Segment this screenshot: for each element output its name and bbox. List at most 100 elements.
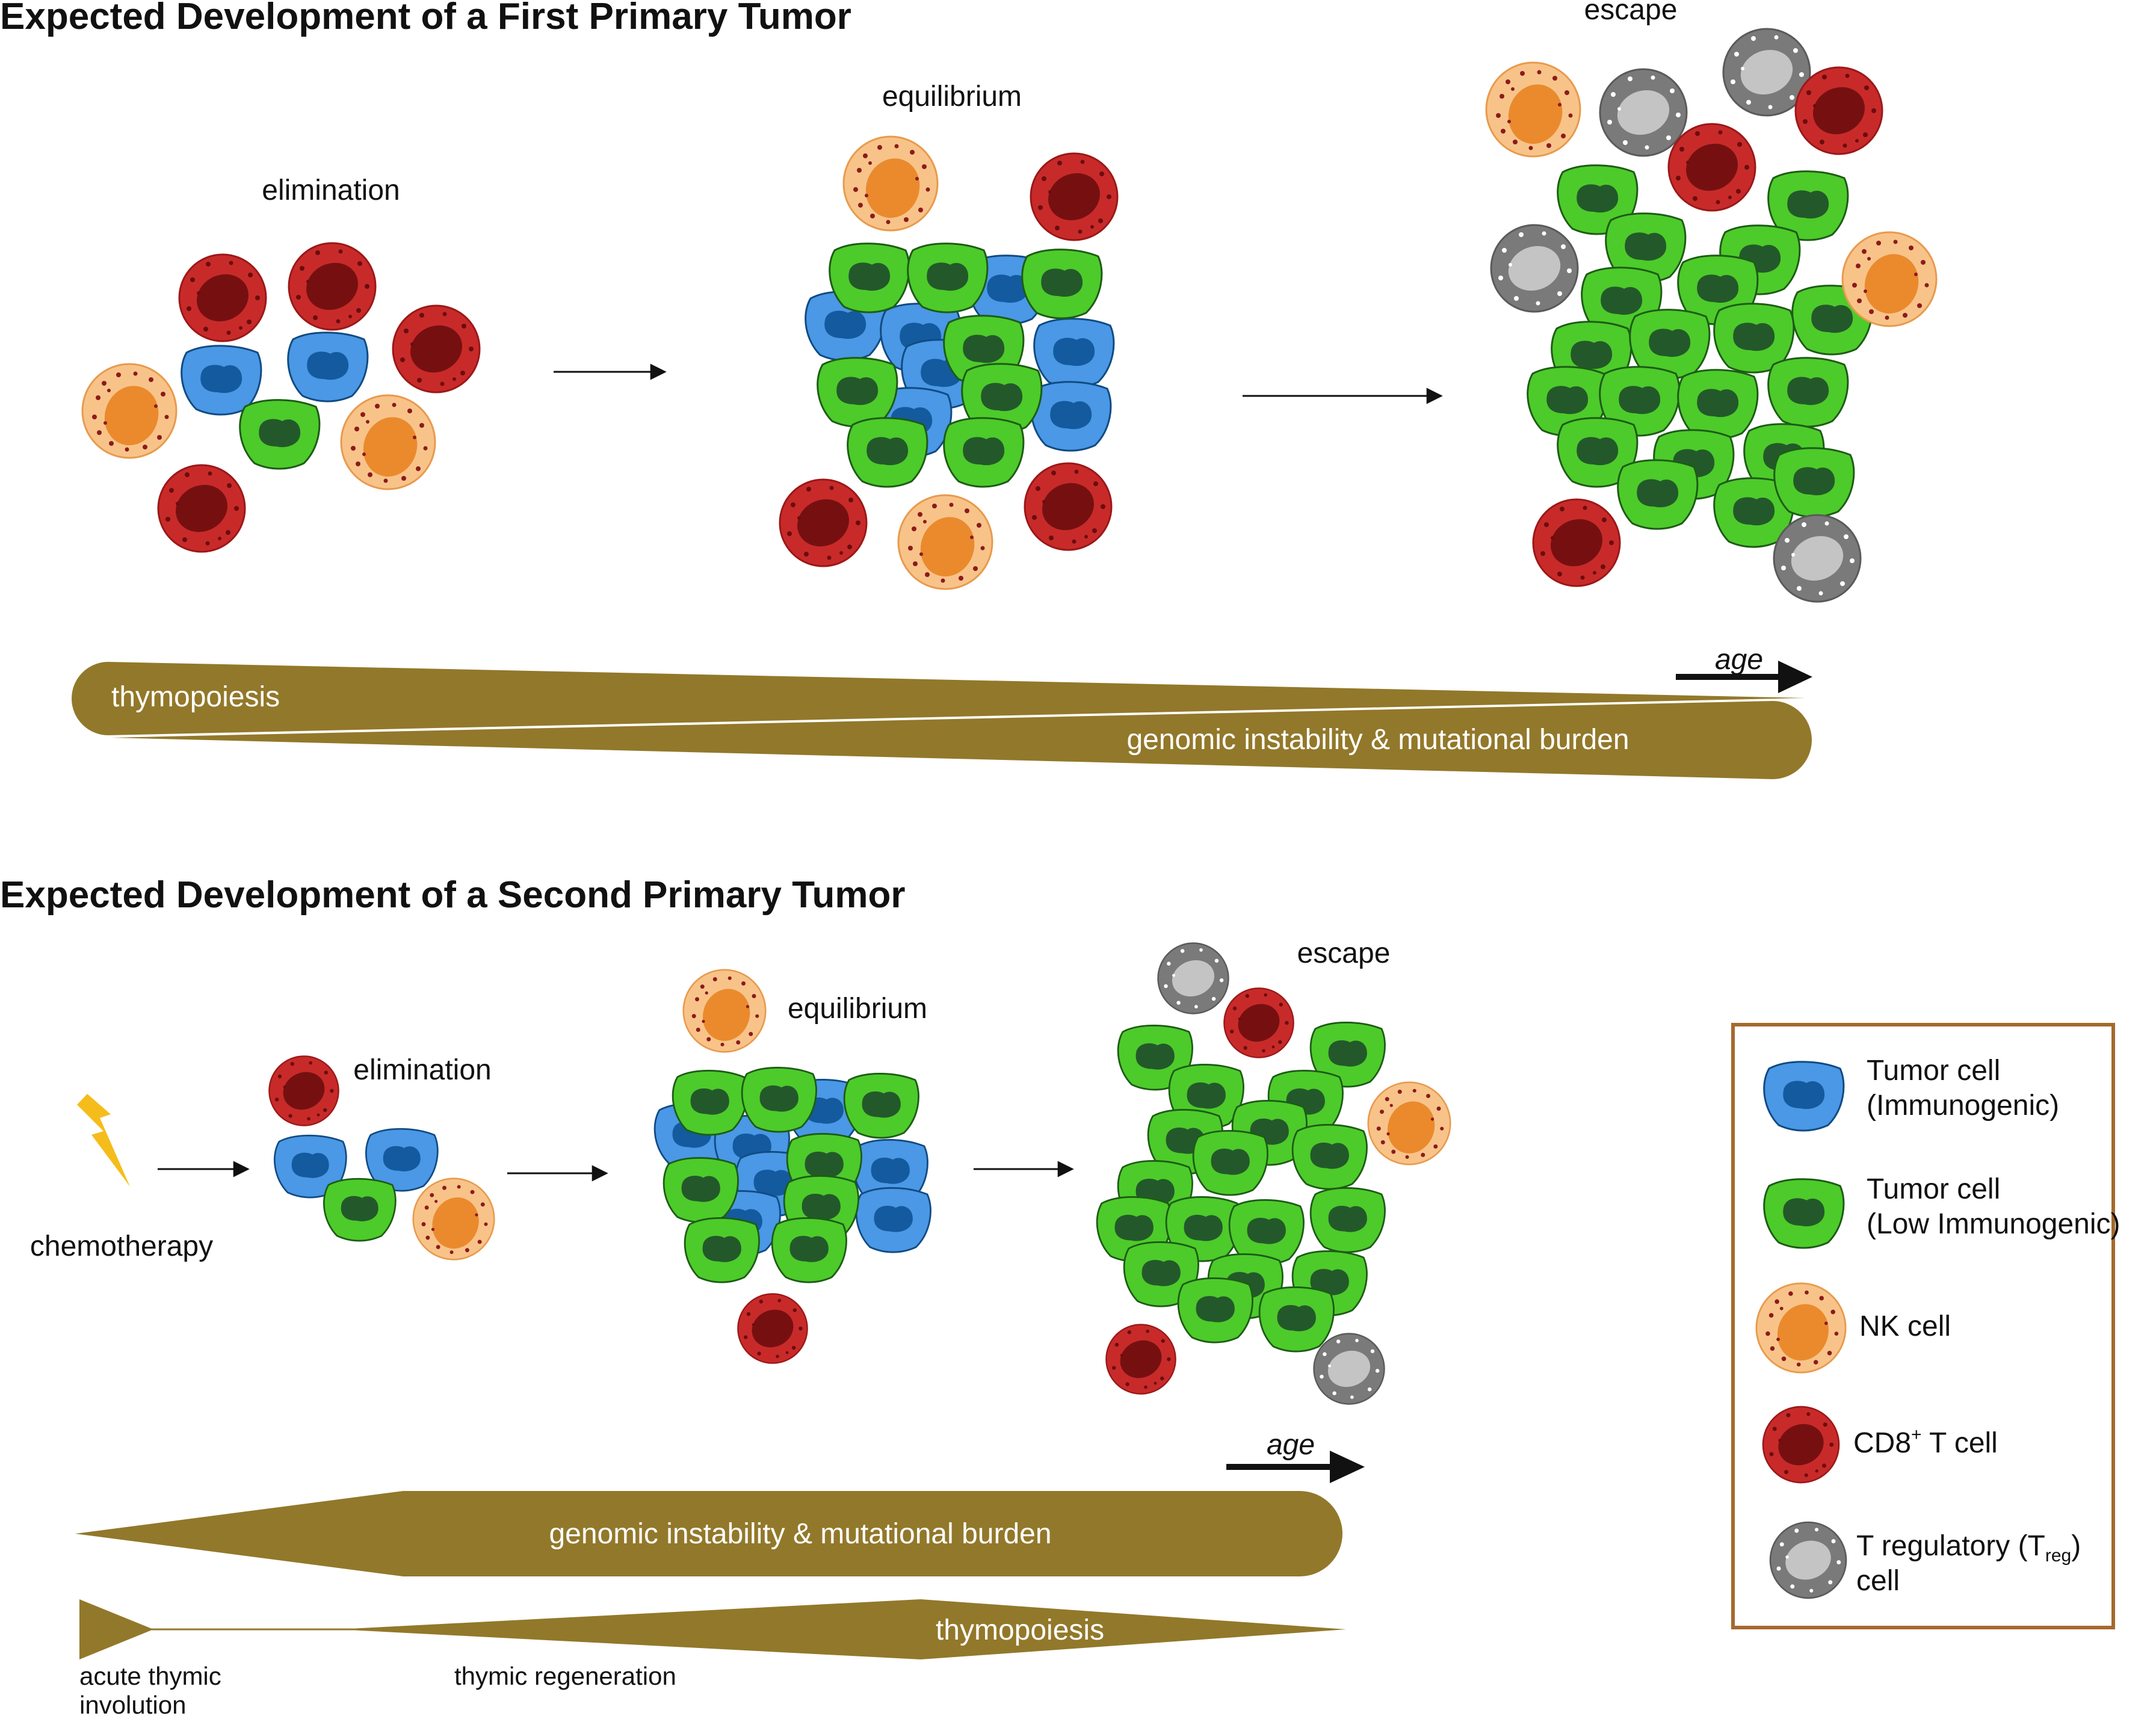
panel2-stage-escape: escape <box>1297 937 1391 969</box>
tumor-cell-low-immunogenic <box>1258 1286 1335 1353</box>
cd8-t-cell <box>178 253 267 342</box>
panel1-age-arrow <box>1676 661 1812 693</box>
panel2-regeneration-label: thymic regeneration <box>454 1662 676 1690</box>
legend: Tumor cell (Immunogenic) Tumor cell (Low… <box>1731 1023 2120 1629</box>
panel2-title: Expected Development of a Second Primary… <box>0 874 905 916</box>
treg-cell <box>1313 1333 1385 1405</box>
nk-cell <box>1367 1081 1451 1165</box>
tumor-cell-low-immunogenic <box>1291 1124 1368 1190</box>
panel2-involution-label-line2: involution <box>79 1691 186 1716</box>
tumor-cell-low-immunogenic <box>843 1073 919 1139</box>
panel1-age-label: age <box>1715 644 1763 676</box>
nk-cell <box>412 1177 495 1261</box>
legend-tumor-immunogenic-line2: (Immunogenic) <box>1867 1090 2059 1122</box>
cd8-t-cell <box>288 242 377 331</box>
legend-treg-icon <box>1769 1521 1847 1599</box>
cd8-t-cell <box>392 304 481 394</box>
cd8-t-cell <box>1105 1324 1176 1395</box>
panel-second-primary-tumor: Expected Development of a Second Primary… <box>0 874 1451 1716</box>
tumor-cell-low-immunogenic <box>1177 1277 1253 1344</box>
cd8-t-cell <box>737 1293 808 1364</box>
cd8-t-cell <box>1030 152 1119 241</box>
treg-cell <box>1773 514 1862 603</box>
panel1-equilibrium-cluster <box>779 135 1119 590</box>
panel2-chemotherapy-label: chemotherapy <box>30 1230 213 1262</box>
panel2-age-arrow <box>1226 1451 1365 1483</box>
tumor-cell-low-immunogenic <box>771 1217 847 1283</box>
panel1-stage-equilibrium: equilibrium <box>882 81 1022 113</box>
panel2-involution-label-line1: acute thymic <box>79 1662 221 1690</box>
panel2-thymopoiesis-label: thymopoiesis <box>936 1614 1104 1646</box>
cd8-t-cell <box>157 464 246 553</box>
tumor-cell-low-immunogenic <box>741 1067 817 1133</box>
treg-cell <box>1599 68 1688 157</box>
cd8-t-cell <box>1794 66 1883 155</box>
tumor-cell-low-immunogenic <box>943 417 1025 488</box>
cd8-t-cell <box>268 1055 339 1126</box>
panel1-escape-cluster <box>1485 28 1938 603</box>
tumor-cell-low-immunogenic <box>1773 447 1855 518</box>
panel1-thymopoiesis-label: thymopoiesis <box>111 681 280 713</box>
panel-first-primary-tumor: Expected Development of a First Primary … <box>0 0 1938 779</box>
tumor-cell-low-immunogenic <box>684 1217 760 1283</box>
legend-treg-label-line1: T regulatory (Treg) <box>1856 1530 2081 1566</box>
legend-cd8-label: CD8+ T cell <box>1853 1425 1998 1459</box>
cd8-t-cell <box>1024 462 1113 551</box>
nk-cell <box>897 494 993 590</box>
tumor-cell-immunogenic <box>1030 381 1112 452</box>
tumor-cell-low-immunogenic <box>829 242 910 313</box>
tumor-cell-low-immunogenic <box>1192 1130 1268 1196</box>
nk-cell <box>1841 231 1938 327</box>
cd8-t-cell <box>779 478 868 567</box>
tumor-cell-immunogenic <box>1033 318 1115 389</box>
tumor-cell-low-immunogenic <box>907 242 989 313</box>
legend-tumor-low-line2: (Low Immunogenic) <box>1867 1208 2120 1240</box>
panel2-genomic-band <box>75 1491 1342 1576</box>
nk-cell <box>1485 61 1581 158</box>
tumor-cell-low-immunogenic <box>817 357 898 428</box>
panel2-genomic-label: genomic instability & mutational burden <box>549 1518 1051 1550</box>
tumor-cell-low-immunogenic <box>663 1157 739 1223</box>
legend-nk-label: NK cell <box>1859 1310 1951 1342</box>
tumor-cell-low-immunogenic <box>1309 1187 1386 1253</box>
cd8-t-cell <box>1223 987 1294 1058</box>
chemotherapy-lightning-icon <box>77 1094 130 1187</box>
panel1-genomic-band <box>111 701 1812 779</box>
legend-nk-icon <box>1755 1282 1847 1374</box>
legend-cd8-icon <box>1762 1406 1840 1484</box>
panel2-age-label: age <box>1267 1429 1315 1461</box>
tumor-cell-low-immunogenic <box>323 1177 397 1242</box>
legend-tumor-low-line1: Tumor cell <box>1867 1173 2000 1205</box>
panel1-genomic-label: genomic instability & mutational burden <box>1126 724 1629 756</box>
cd8-t-cell <box>1532 498 1621 587</box>
tumor-cell-immunogenic <box>855 1187 931 1253</box>
panel2-thymopoiesis-band <box>337 1599 1346 1659</box>
panel1-stage-escape: escape <box>1584 0 1678 26</box>
panel2-stage-elimination: elimination <box>353 1054 491 1086</box>
panel2-elimination-cluster <box>268 1055 495 1261</box>
nk-cell <box>682 969 767 1053</box>
tumor-cell-low-immunogenic <box>1021 248 1103 319</box>
treg-cell <box>1157 942 1229 1014</box>
tumor-cell-low-immunogenic <box>1767 357 1849 428</box>
panel2-escape-cluster <box>1096 942 1451 1405</box>
nk-cell <box>842 135 939 232</box>
tumor-cell-low-immunogenic <box>239 399 321 470</box>
tumor-cell-low-immunogenic <box>1677 369 1759 440</box>
legend-treg-label-line2: cell <box>1856 1565 1900 1597</box>
panel1-title: Expected Development of a First Primary … <box>0 0 851 37</box>
legend-tumor-immunogenic-icon <box>1763 1061 1845 1132</box>
nk-cell <box>81 363 178 459</box>
nk-cell <box>340 394 436 490</box>
panel2-stage-equilibrium: equilibrium <box>788 993 927 1025</box>
panel1-elimination-cluster <box>81 242 481 553</box>
tumor-cell-immunogenic <box>287 332 369 403</box>
tumor-cell-low-immunogenic <box>672 1070 748 1136</box>
legend-tumor-immunogenic-line1: Tumor cell <box>1867 1055 2000 1087</box>
treg-cell <box>1490 224 1579 313</box>
legend-tumor-low-icon <box>1763 1178 1845 1249</box>
panel2-involution-band <box>79 1599 153 1659</box>
panel1-thymopoiesis-band <box>72 662 1805 735</box>
panel2-equilibrium-cluster <box>653 969 931 1364</box>
